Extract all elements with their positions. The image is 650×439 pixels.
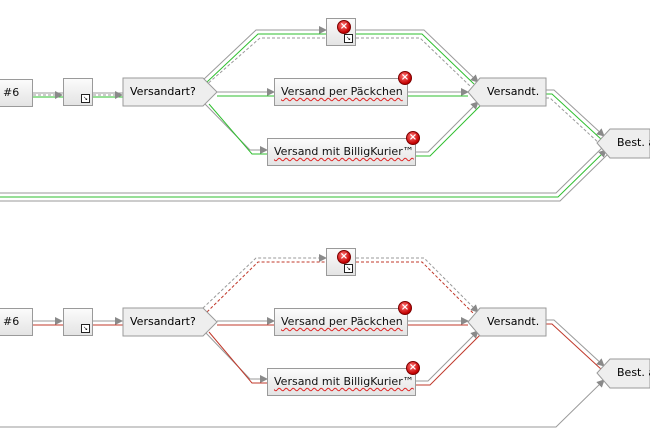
subprocess-icon: ↘ bbox=[81, 324, 90, 333]
edge-bottom-merge-to-end bbox=[546, 319, 605, 371]
error-icon: × bbox=[398, 71, 412, 85]
edge-top-upper-to-merge bbox=[356, 29, 479, 87]
gateway-top-end[interactable] bbox=[596, 128, 650, 159]
gateway-bottom-end[interactable] bbox=[596, 358, 650, 389]
node-top-courier-label: Versand mit BilligKurier™ bbox=[274, 145, 414, 158]
edge-top-courier-to-merge bbox=[416, 101, 481, 157]
node-bottom-courier-label: Versand mit BilligKurier™ bbox=[274, 375, 414, 388]
node-top-merge-label: Versandt. bbox=[487, 85, 540, 98]
edge-bottom-upper-to-merge bbox=[356, 257, 479, 315]
edge-bottom-courier-to-merge bbox=[416, 330, 481, 386]
subprocess-icon: ↘ bbox=[81, 94, 90, 103]
edge-bottom-sub-to-gateway bbox=[93, 317, 123, 326]
node-bottom-merge-label: Versandt. bbox=[487, 315, 540, 328]
node-bottom-packet-label: Versand per Päckchen bbox=[281, 315, 403, 328]
node-top-gateway-label: Versandart? bbox=[130, 85, 196, 98]
edge-bottom-start-to-sub bbox=[33, 317, 63, 326]
error-icon: × bbox=[398, 301, 412, 315]
edge-top-gateway-to-packet bbox=[217, 88, 275, 97]
node-top-start-label: #6 bbox=[3, 86, 20, 99]
gateway-bottom-versandart[interactable] bbox=[122, 307, 218, 337]
node-top-courier[interactable]: Versand mit BilligKurier™ bbox=[267, 138, 416, 166]
subprocess-icon: ↘ bbox=[344, 34, 353, 43]
node-bottom-subprocess[interactable]: ↘ bbox=[63, 308, 93, 336]
edge-bottom-gateway-to-packet bbox=[217, 317, 275, 326]
edge-top-gateway-to-courier bbox=[204, 103, 268, 155]
node-top-subprocess[interactable]: ↘ bbox=[63, 78, 93, 106]
node-bottom-packet[interactable]: Versand per Päckchen bbox=[274, 308, 408, 336]
edge-top-packet-to-merge bbox=[408, 88, 469, 97]
gateway-bottom-versandt[interactable] bbox=[467, 307, 547, 337]
node-bottom-courier[interactable]: Versand mit BilligKurier™ bbox=[267, 368, 416, 396]
edge-top-start-to-sub bbox=[33, 91, 63, 99]
edge-bottom-loop-to-end bbox=[0, 379, 605, 428]
node-top-start[interactable]: #6 bbox=[0, 79, 33, 107]
node-bottom-start[interactable]: #6 bbox=[0, 308, 33, 336]
node-bottom-start-label: #6 bbox=[3, 315, 20, 328]
error-icon: × bbox=[337, 250, 351, 264]
edge-bottom-packet-to-merge bbox=[408, 317, 469, 326]
node-top-packet[interactable]: Versand per Päckchen bbox=[274, 78, 408, 106]
error-icon: × bbox=[337, 20, 351, 34]
gateway-top-versandt[interactable] bbox=[467, 77, 547, 107]
node-bottom-end-label: Best. a bbox=[617, 366, 650, 379]
edge-top-gateway-to-upper bbox=[202, 26, 327, 87]
node-top-end-label: Best. a bbox=[617, 136, 650, 149]
edge-top-sub-to-gateway bbox=[93, 91, 123, 99]
edge-bottom-gateway-to-courier bbox=[204, 331, 268, 384]
edge-bottom-gateway-to-upper bbox=[202, 254, 327, 313]
gateway-top-versandart[interactable] bbox=[122, 77, 218, 107]
node-top-packet-label: Versand per Päckchen bbox=[281, 85, 403, 98]
error-icon: × bbox=[406, 131, 420, 145]
edge-top-loop-to-end bbox=[0, 145, 609, 202]
edge-top-merge-to-end bbox=[546, 89, 605, 145]
error-icon: × bbox=[406, 361, 420, 375]
subprocess-icon: ↘ bbox=[344, 264, 353, 273]
node-bottom-gateway-label: Versandart? bbox=[130, 315, 196, 328]
